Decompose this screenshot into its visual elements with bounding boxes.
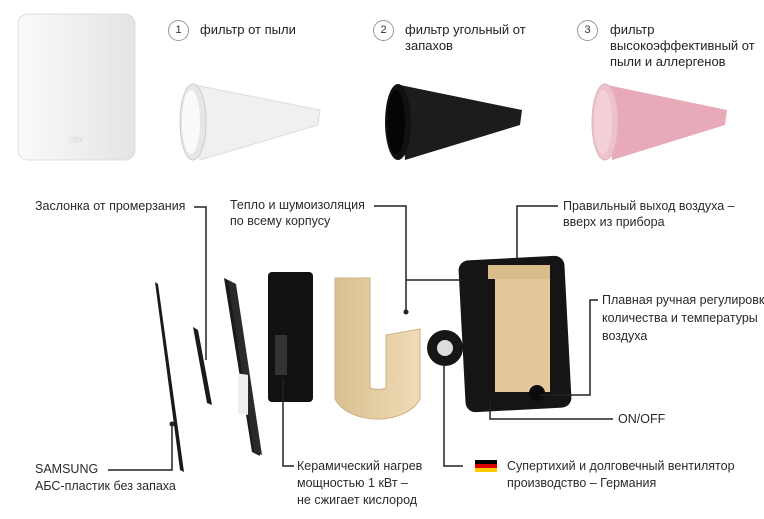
callout-insulation-1: Тепло и шумоизоляция xyxy=(230,198,365,212)
callout-fan-1: Супертихий и долговечный вентилятор xyxy=(507,459,735,473)
filter-number-3: 3 xyxy=(577,20,598,41)
callout-fan-2: производство – Германия xyxy=(507,476,657,490)
filter-number-1: 1 xyxy=(168,20,189,41)
filter-label-3: фильтр высокоэффективный от пыли и аллер… xyxy=(610,22,755,69)
filter-cone-white xyxy=(179,83,321,161)
device-front-image: OBY xyxy=(17,13,136,161)
germany-flag-icon xyxy=(475,460,497,472)
callout-regulation-1: Плавная ручная регулировк xyxy=(602,293,764,307)
callout-regulation-2: количества и температуры xyxy=(602,311,758,325)
callout-onoff: ON/OFF xyxy=(618,412,666,426)
heater-part xyxy=(268,272,313,402)
insulation-part xyxy=(334,277,421,420)
callout-panel-2: АБС-пластик без запаха xyxy=(35,479,176,493)
fan-unit-part xyxy=(427,255,572,413)
callout-panel-1: SAMSUNG xyxy=(35,462,99,476)
callout-heater-2: мощностью 1 кВт – xyxy=(297,476,408,490)
filter-label-2: фильтр угольный от запахов xyxy=(405,22,526,53)
front-panel-part xyxy=(155,282,184,472)
callout-insulation-2: по всему корпусу xyxy=(230,214,331,228)
callout-regulation-3: воздуха xyxy=(602,329,648,343)
damper-part xyxy=(193,327,212,405)
callout-damper: Заслонка от промерзания xyxy=(35,199,186,213)
callout-outlet-1: Правильный выход воздуха – xyxy=(563,199,735,213)
filter-cone-black xyxy=(385,84,522,160)
filter-label-1: фильтр от пыли xyxy=(200,22,296,37)
mounting-plate-part xyxy=(224,278,262,456)
svg-text:OBY: OBY xyxy=(69,137,84,144)
callout-heater-3: не сжигает кислород xyxy=(297,493,418,507)
filter-number-2: 2 xyxy=(373,20,394,41)
leader-lines xyxy=(108,205,613,471)
filter-cone-pink xyxy=(591,83,727,161)
callout-outlet-2: вверх из прибора xyxy=(563,215,665,229)
callout-heater-1: Керамический нагрев xyxy=(297,459,423,473)
